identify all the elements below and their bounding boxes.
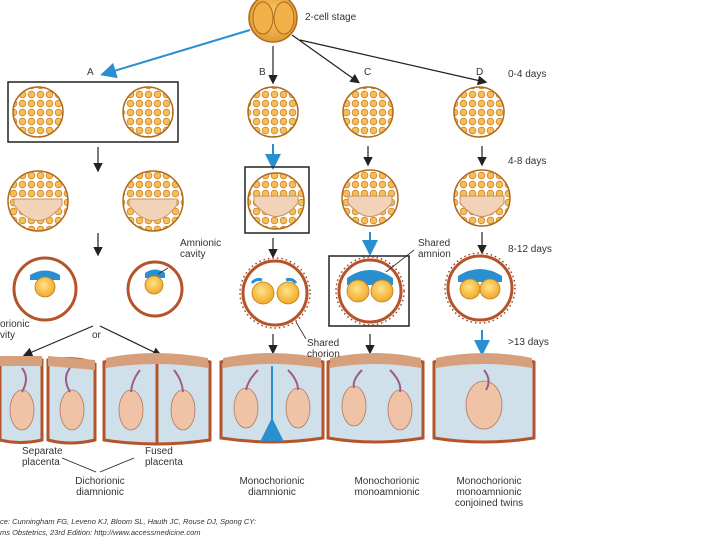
arrows-1-2: [93, 144, 487, 173]
row-8-12-days: [12, 249, 516, 340]
credit-line-2: ms Obstetrics, 23rd Edition: http://www.…: [0, 528, 201, 537]
column-c-label: C: [364, 67, 372, 78]
amnionic-cavity-label: Amnionic cavity: [180, 238, 222, 260]
column-b-box: [244, 166, 310, 234]
twins-fused-placenta: [102, 353, 212, 446]
outcome-mono-diamnionic: Monochorionic diamnionic: [239, 476, 305, 498]
shared-amnion-pointer: [385, 249, 415, 273]
morula-a1: [12, 86, 64, 138]
or-label: or: [92, 330, 101, 341]
sac-d: [444, 252, 516, 324]
row-13-days: [0, 353, 536, 446]
fused-placenta-label: Fused placenta: [145, 446, 183, 468]
stage-0-4-days: 0-4 days: [508, 69, 547, 80]
column-a-box: [7, 81, 179, 143]
arrows-3-4: [22, 325, 490, 357]
stage-4-8-days: 4-8 days: [508, 156, 547, 167]
twins-mono-diamnionic: [219, 353, 325, 444]
blastocyst-c: [341, 169, 399, 227]
two-cell-stage: [248, 0, 298, 43]
stage-13-days: >13 days: [508, 337, 549, 348]
outcome-mono-mono: Monochorionic monoamnionic: [354, 476, 420, 498]
chorionic-cavity-label: orionic vity: [0, 319, 30, 341]
credit-line-1: ce: Cunningham FG, Leveno KJ, Bloom SL, …: [0, 517, 257, 526]
blastocyst-b: [247, 172, 305, 230]
sac-b: [239, 257, 311, 329]
morula-a2: [122, 86, 174, 138]
row-4-8-days: [7, 166, 511, 234]
twins-mono-mono: [326, 353, 425, 444]
twins-separate-placenta: [0, 356, 97, 445]
outcome-conjoined: Monochorionic monoamnionic conjoined twi…: [454, 476, 524, 509]
morula-c: [342, 86, 394, 138]
shared-chorion-label: Shared chorion: [307, 338, 340, 360]
column-d-label: D: [476, 67, 484, 78]
sac-a1: [12, 256, 78, 322]
separate-placenta-label: Separate placenta: [22, 446, 63, 468]
sac-a2: [126, 260, 184, 318]
column-b-label: B: [259, 67, 266, 78]
twins-conjoined: [432, 353, 536, 444]
blastocyst-a1: [7, 170, 69, 232]
shared-chorion-pointer: [295, 321, 307, 340]
sac-c: [335, 256, 405, 326]
stage-8-12-days: 8-12 days: [508, 244, 552, 255]
morula-b: [247, 86, 299, 138]
blastocyst-d: [453, 169, 511, 227]
row-0-4-days: [7, 81, 505, 143]
morula-d: [453, 86, 505, 138]
column-c-box: [328, 255, 410, 327]
amnionic-cavity-pointer: [157, 267, 169, 275]
blastocyst-a2: [122, 170, 184, 232]
outcome-dichorionic: Dichorionic diamnionic: [75, 476, 125, 498]
column-a-label: A: [87, 67, 94, 78]
outcome-pointers: [61, 457, 135, 473]
two-cell-stage-label: 2-cell stage: [305, 12, 357, 23]
shared-amnion-label: Shared amnion: [418, 238, 451, 260]
branch-arrows: [100, 29, 488, 86]
arrows-2-3: [93, 232, 487, 259]
